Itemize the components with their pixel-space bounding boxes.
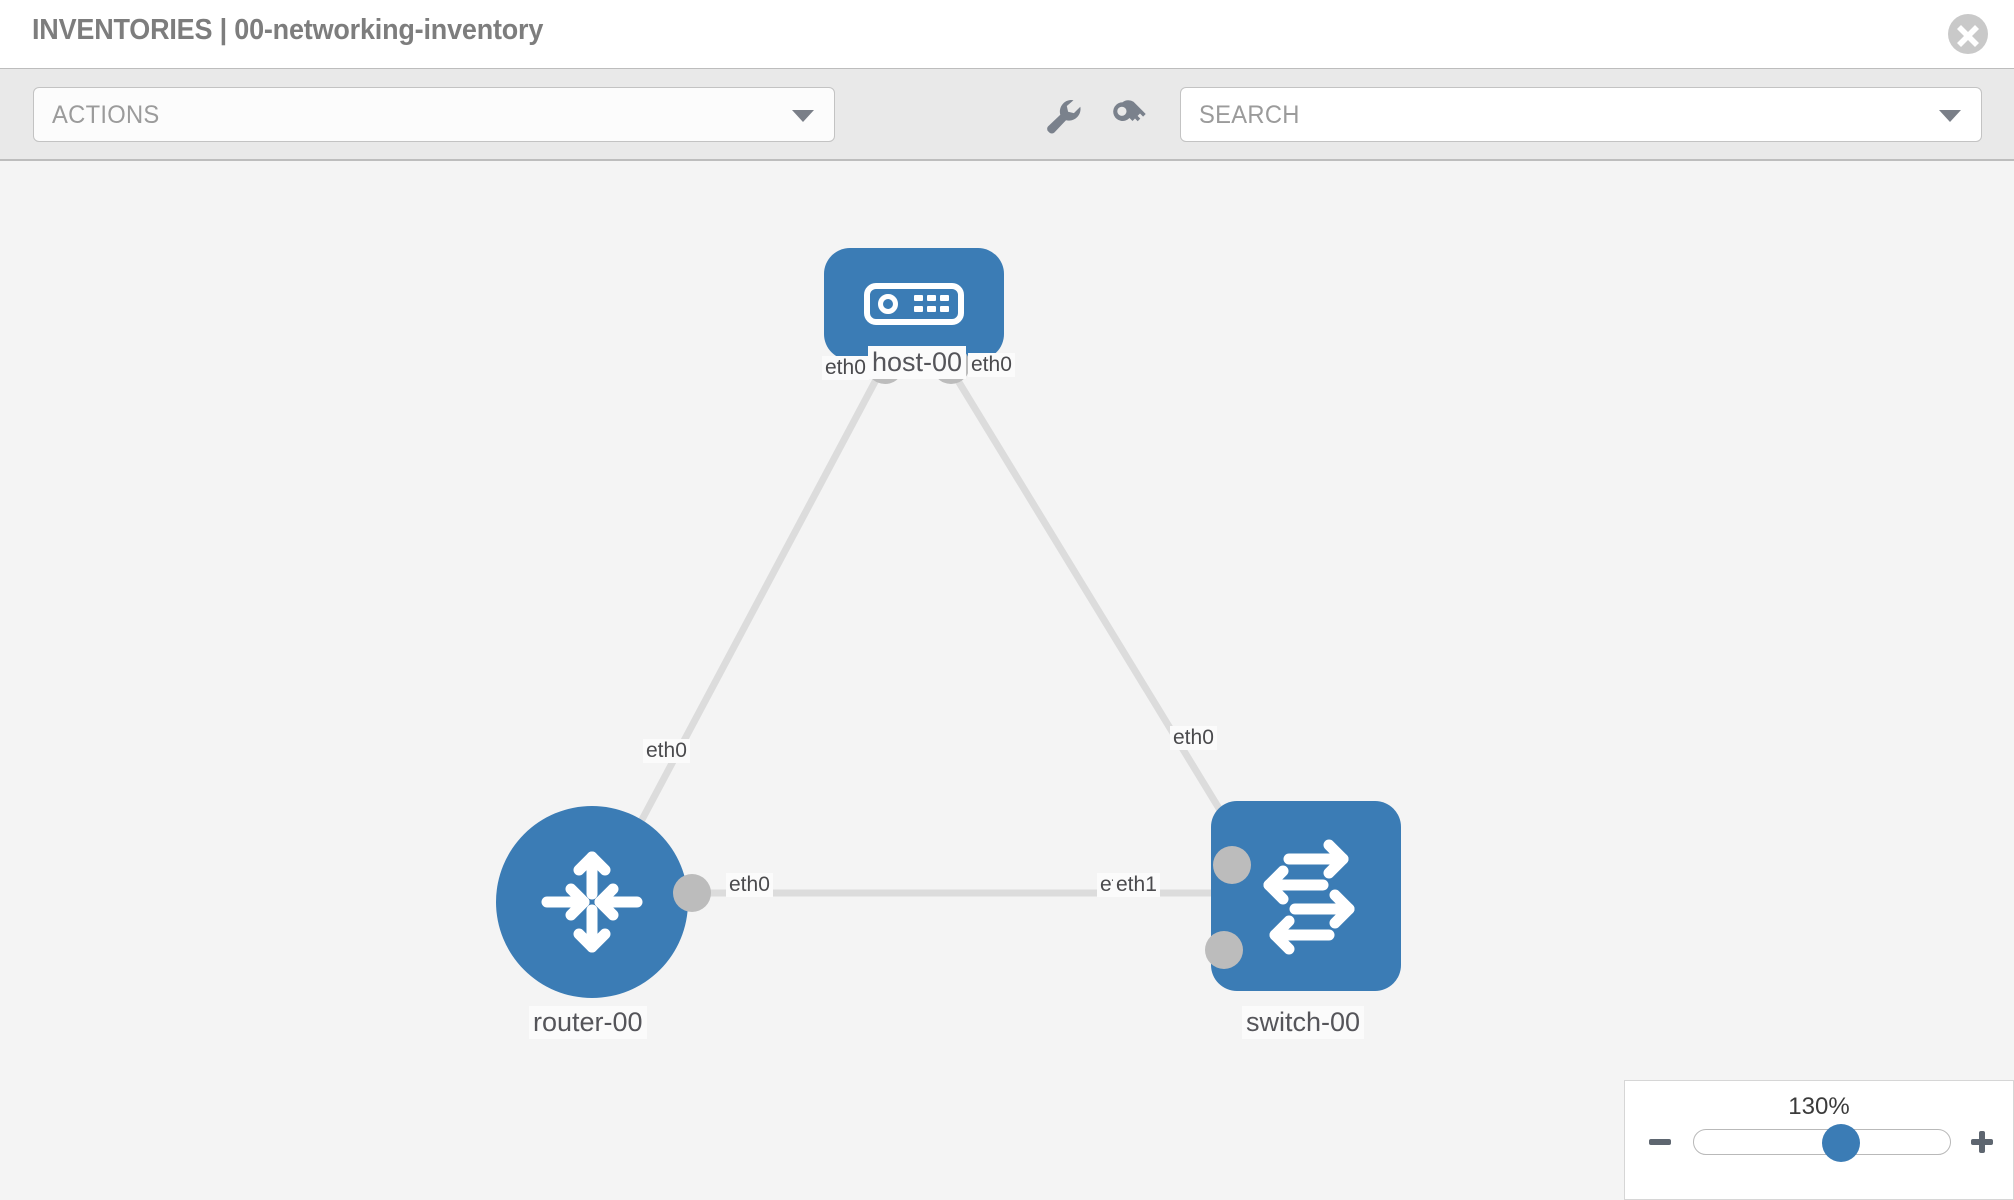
server-icon — [864, 283, 964, 325]
wrench-icon[interactable] — [1043, 97, 1083, 135]
search-placeholder-label: SEARCH — [1199, 101, 1300, 129]
node-router-00[interactable] — [496, 806, 688, 998]
router-arrows-icon — [541, 851, 643, 953]
zoom-slider[interactable] — [1693, 1124, 1951, 1162]
key-icon[interactable] — [1109, 97, 1149, 135]
switch-arrows-icon — [1263, 839, 1355, 955]
topology-edges — [616, 359, 1248, 897]
edge-host-router — [616, 359, 890, 863]
connector-switch-left[interactable] — [1205, 931, 1243, 969]
node-switch-00[interactable] — [1211, 801, 1401, 991]
router-node-shape[interactable] — [496, 806, 688, 998]
topology-graph: eth0 eth0 host-00 — [0, 161, 2014, 1200]
edge-host-switch — [943, 359, 1248, 853]
host-node-shape[interactable] — [824, 248, 1004, 360]
page-title: INVENTORIES | 00-networking-inventory — [32, 14, 544, 46]
connector-host-right[interactable] — [932, 346, 970, 384]
plus-icon — [1971, 1131, 1993, 1153]
chevron-down-icon[interactable] — [1939, 109, 1961, 122]
connector-host-left[interactable] — [866, 346, 904, 384]
topology-canvas[interactable]: eth0 eth0 host-00 — [0, 161, 2014, 1200]
connector-router-right[interactable] — [673, 874, 711, 912]
node-host-00[interactable] — [824, 248, 1004, 360]
close-icon[interactable] — [1948, 14, 1988, 54]
actions-dropdown-label: ACTIONS — [52, 101, 160, 129]
page-header: INVENTORIES | 00-networking-inventory — [0, 0, 2014, 68]
search-input[interactable]: SEARCH — [1180, 87, 1982, 142]
minus-icon — [1649, 1139, 1671, 1145]
zoom-level-label: 130% — [1788, 1093, 1850, 1120]
zoom-in-button[interactable] — [1969, 1129, 1995, 1160]
connector-switch-top[interactable] — [1213, 846, 1251, 884]
toolbar: ACTIONS SEARCH — [0, 68, 2014, 161]
zoom-control-panel: 130% — [1624, 1080, 2014, 1200]
chevron-down-icon — [792, 109, 814, 122]
switch-node-shape[interactable] — [1211, 801, 1401, 991]
zoom-out-button[interactable] — [1647, 1129, 1673, 1160]
zoom-slider-thumb[interactable] — [1822, 1124, 1861, 1162]
actions-dropdown[interactable]: ACTIONS — [33, 87, 835, 142]
